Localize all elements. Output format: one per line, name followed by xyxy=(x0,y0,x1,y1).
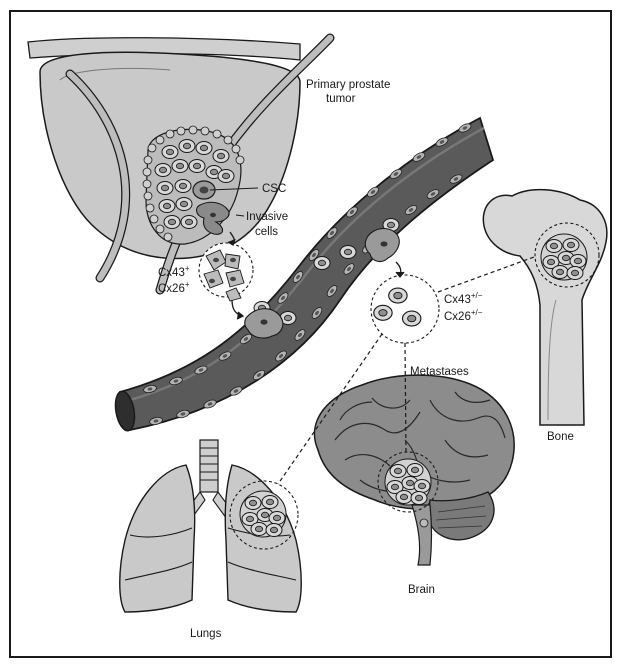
brain xyxy=(314,375,514,565)
lungs xyxy=(120,440,302,612)
label-csc: CSC xyxy=(262,183,286,195)
label-bone: Bone xyxy=(547,431,574,443)
label-cx43-variable: Cx43+/− xyxy=(444,291,483,306)
right-lung xyxy=(225,465,301,612)
invasive-cells-cluster xyxy=(199,243,253,301)
bone xyxy=(483,190,607,425)
label-metastases: Metastases xyxy=(410,366,469,378)
label-cx26-positive: Cx26+ xyxy=(158,280,190,295)
label-primary-tumor: Primary prostate tumor xyxy=(306,79,394,105)
intravasating-cell xyxy=(245,309,283,338)
label-cx43-positive: Cx43+ xyxy=(158,264,190,279)
left-lung xyxy=(120,465,195,612)
label-cx26-variable: Cx26+/− xyxy=(444,308,483,323)
label-brain: Brain xyxy=(408,584,435,596)
circulating-cells-cluster xyxy=(371,275,439,343)
label-lungs: Lungs xyxy=(190,628,222,640)
